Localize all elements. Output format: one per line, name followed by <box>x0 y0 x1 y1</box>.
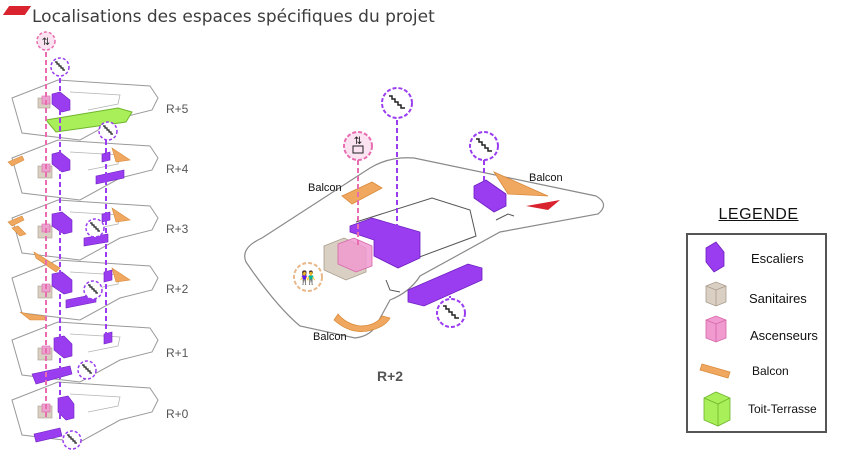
balcony-r3-left <box>7 215 27 237</box>
stairs-icon <box>62 430 82 450</box>
main-balcony-left <box>341 181 383 205</box>
level-label-r4: R+4 <box>166 162 189 176</box>
stairs-icon <box>50 57 70 77</box>
elevator-block-icon <box>705 315 727 343</box>
roof-terrace-block-icon <box>703 391 731 427</box>
balcony-strip-icon <box>699 363 731 379</box>
legend-icons <box>699 241 731 427</box>
level-label-r1: R+1 <box>166 346 189 360</box>
main-stairs-south <box>407 263 483 307</box>
balcony-label-bottom: Balcon <box>313 331 347 343</box>
balcony-r4-right <box>111 147 131 163</box>
floor-slab-r4 <box>11 139 159 201</box>
balcony-r2-right <box>111 267 131 283</box>
level-label-r5: R+5 <box>166 102 189 116</box>
stairs-r4-side <box>95 169 125 185</box>
balcony-r4-left <box>7 155 25 167</box>
svg-text:👫: 👫 <box>300 270 316 285</box>
main-floor-plan: ⇅ 👫 Balcon Balcon Balcon R+2 <box>244 87 605 384</box>
main-stairs-icon-east <box>469 131 499 161</box>
stairs-icon <box>83 280 103 300</box>
floor-slab-r3 <box>11 199 159 261</box>
main-stairs-icon-top <box>381 87 413 119</box>
legend-label-elevator: Ascenseurs <box>750 328 818 343</box>
main-elevator <box>337 237 373 273</box>
toilet-icon: 👫 <box>293 262 323 292</box>
main-elevator-icon: ⇅ <box>343 131 373 161</box>
legend-title: LEGENDE <box>718 206 799 223</box>
svg-text:⇅: ⇅ <box>354 136 362 147</box>
page-title: Localisations des espaces spécifiques du… <box>32 7 435 27</box>
stairs-r1-main <box>53 335 73 359</box>
level-label-r2: R+2 <box>166 282 189 296</box>
floor-stack: ⇅ R+5 R+4 R+3 R+2 R+1 <box>7 31 189 450</box>
legend-label-roof-terrace: Toit-Terrasse <box>748 402 817 416</box>
legend-label-sanitary: Sanitaires <box>749 291 807 306</box>
legend-label-stairs: Escaliers <box>751 251 804 266</box>
level-label-r3: R+3 <box>166 222 189 236</box>
floor-slab-r5 <box>11 79 159 141</box>
roof-terrace-r5 <box>45 107 133 133</box>
stairs-r3-main <box>51 211 73 235</box>
main-floor-slab <box>244 157 605 339</box>
main-balcony-bottom <box>333 313 391 333</box>
stairs-r0-main <box>57 395 75 421</box>
stairs-icon <box>77 360 97 380</box>
stairs-r0-side <box>33 427 63 443</box>
svg-text:⇅: ⇅ <box>42 37 50 48</box>
stairs-icon <box>85 218 105 238</box>
main-balcony-right <box>492 171 549 197</box>
accent-flag <box>526 200 560 210</box>
elevator-icon: ⇅ <box>36 31 56 51</box>
level-label-r0: R+0 <box>166 407 189 421</box>
main-plan-caption: R+2 <box>377 368 403 384</box>
sanitary-block-icon <box>705 281 727 307</box>
balcony-label-right: Balcon <box>529 172 563 184</box>
stairs-r2-main <box>51 271 73 295</box>
legend-label-balcony: Balcon <box>752 364 789 378</box>
stairs-r1-side <box>31 365 73 385</box>
main-stairs-east <box>473 179 507 213</box>
stairs-icon <box>98 121 118 141</box>
stairs-block-icon <box>705 241 725 273</box>
floor-slab-r0 <box>11 381 159 443</box>
balcony-label-left: Balcon <box>308 182 342 194</box>
balcony-r3-right <box>111 207 131 223</box>
main-stairs-icon-south <box>436 298 466 328</box>
legend-box <box>686 233 827 433</box>
